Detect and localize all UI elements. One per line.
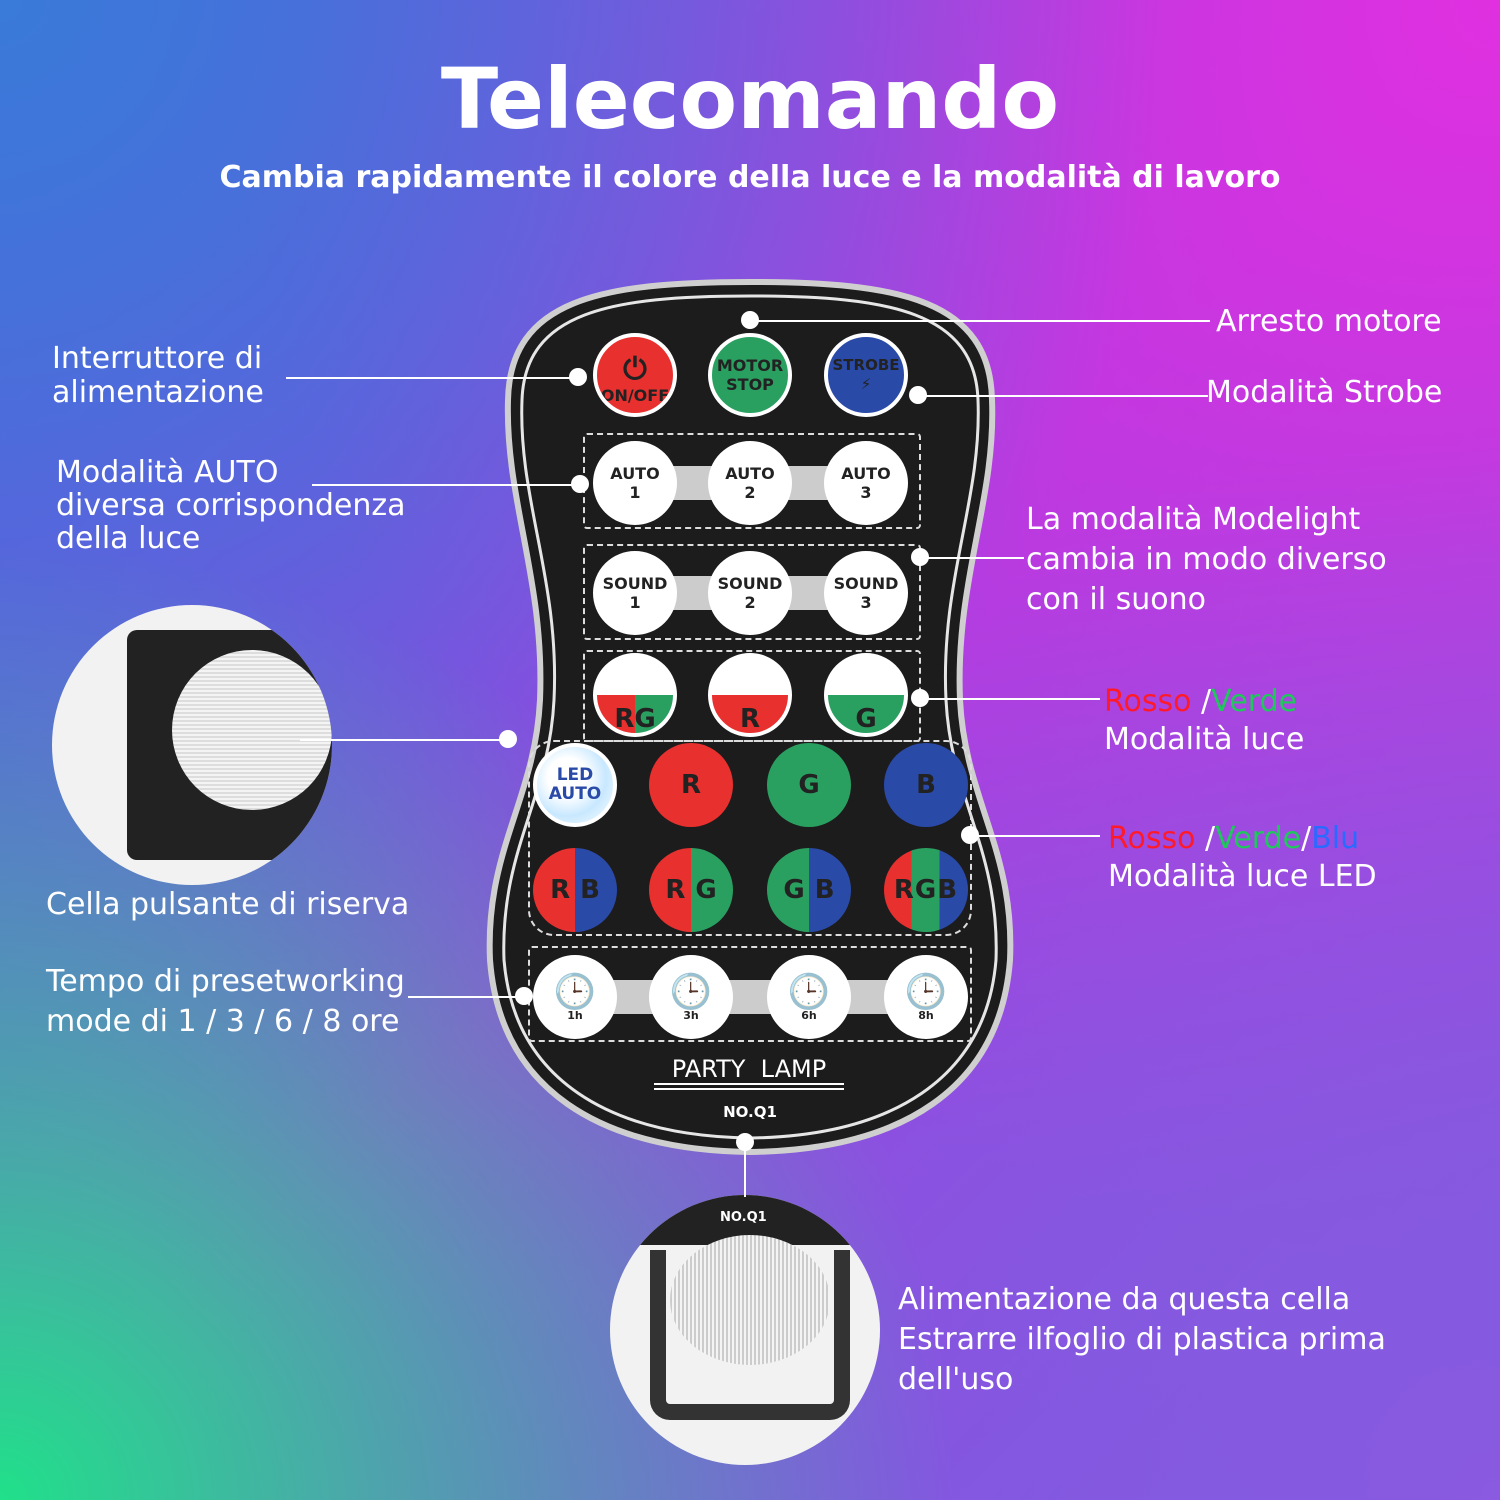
- label-motor-stop: Arresto motore: [1216, 304, 1442, 339]
- leader-line: [744, 1142, 746, 1197]
- sound-2-button[interactable]: SOUND 2: [708, 551, 792, 635]
- green-button[interactable]: G: [767, 743, 851, 827]
- blue-button[interactable]: B: [884, 743, 968, 827]
- motor-stop-button[interactable]: MOTOR STOP: [708, 333, 792, 417]
- power-icon: ⏻: [623, 352, 647, 387]
- rb-button[interactable]: RB: [533, 848, 617, 932]
- coin-cell: [670, 1235, 830, 1365]
- power-label: ON/OFF: [600, 386, 670, 405]
- rg-button[interactable]: RG: [593, 653, 677, 737]
- timer-3h-button[interactable]: 🕒3h: [649, 955, 733, 1039]
- battery-holder: [650, 1250, 850, 1420]
- leader-line: [300, 739, 508, 741]
- inset-model-label: NO.Q1: [720, 1210, 767, 1225]
- model-label: NO.Q1: [723, 1103, 777, 1121]
- pointer-dot: [569, 368, 587, 386]
- led-auto-button[interactable]: LED AUTO: [533, 743, 617, 827]
- pointer-dot: [499, 730, 517, 748]
- clock-icon: 🕒: [553, 971, 597, 1012]
- label-spare-cell: Cella pulsante di riserva: [46, 887, 410, 922]
- clock-icon: 🕒: [787, 971, 831, 1012]
- pointer-dot: [961, 826, 979, 844]
- leader-line: [312, 484, 580, 486]
- spare-battery-inset: [52, 605, 332, 885]
- clock-icon: 🕒: [669, 971, 713, 1012]
- leader-line: [750, 320, 1210, 322]
- sound-1-button[interactable]: SOUND 1: [593, 551, 677, 635]
- rgb-button[interactable]: RGB: [884, 848, 968, 932]
- leader-line: [920, 698, 1100, 700]
- timer-1h-button[interactable]: 🕒1h: [533, 955, 617, 1039]
- sound-3-button[interactable]: SOUND 3: [824, 551, 908, 635]
- pointer-dot: [571, 475, 589, 493]
- r-mode-button[interactable]: R: [708, 653, 792, 737]
- timer-label: 1h: [567, 1008, 583, 1022]
- pointer-dot: [515, 987, 533, 1005]
- auto-1-button[interactable]: AUTO 1: [593, 441, 677, 525]
- timer-label: 8h: [918, 1008, 934, 1022]
- clock-icon: 🕒: [904, 971, 948, 1012]
- sound-group: [583, 544, 921, 640]
- power-button[interactable]: ⏻ON/OFF: [593, 333, 677, 417]
- pointer-dot: [736, 1133, 754, 1151]
- pointer-dot: [741, 311, 759, 329]
- gb-button[interactable]: GB: [767, 848, 851, 932]
- rg-mix-button[interactable]: RG: [649, 848, 733, 932]
- leader-line: [918, 395, 1208, 397]
- g-mode-button[interactable]: G: [824, 653, 908, 737]
- lightning-icon: ⚡: [860, 375, 872, 393]
- coin-cell: [172, 650, 332, 810]
- leader-line: [286, 377, 578, 379]
- leader-line: [970, 835, 1100, 837]
- timer-6h-button[interactable]: 🕒6h: [767, 955, 851, 1039]
- label-strobe: Modalità Strobe: [1206, 375, 1443, 410]
- leader-line: [920, 557, 1024, 559]
- page-subtitle: Cambia rapidamente il colore della luce …: [219, 160, 1281, 195]
- strobe-button[interactable]: STROBE⚡: [824, 333, 908, 417]
- timer-label: 3h: [683, 1008, 699, 1022]
- leader-line: [408, 996, 524, 998]
- pointer-dot: [909, 386, 927, 404]
- auto-3-button[interactable]: AUTO 3: [824, 441, 908, 525]
- brand-label: PARTY LAMP: [654, 1055, 844, 1090]
- auto-2-button[interactable]: AUTO 2: [708, 441, 792, 525]
- timer-label: 6h: [801, 1008, 817, 1022]
- timer-8h-button[interactable]: 🕒8h: [884, 955, 968, 1039]
- strobe-label: STROBE: [832, 356, 900, 374]
- pointer-dot: [911, 689, 929, 707]
- battery-inset: NO.Q1: [610, 1195, 880, 1465]
- pointer-dot: [911, 548, 929, 566]
- timer-connector: [580, 980, 930, 1014]
- red-button[interactable]: R: [649, 743, 733, 827]
- page-title: Telecomando: [440, 50, 1060, 148]
